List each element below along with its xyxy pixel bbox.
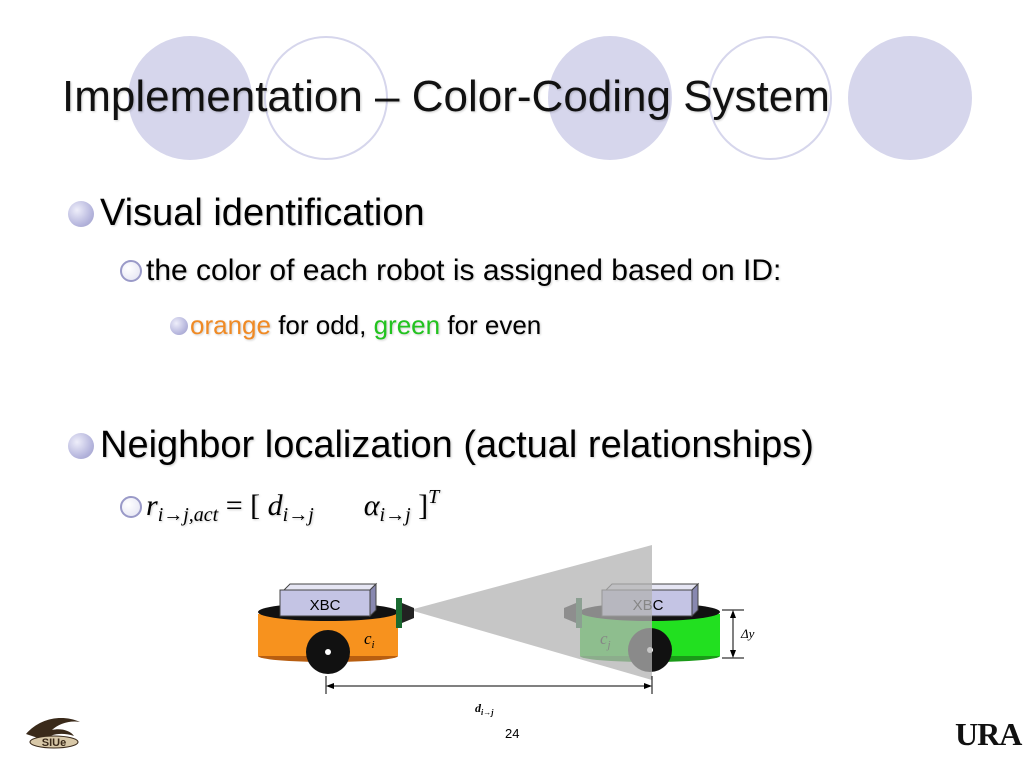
- slide-title: Implementation – Color-Coding System: [62, 72, 830, 121]
- detail-text: orange for odd, green for even: [190, 310, 541, 341]
- bullet-ring-icon: [120, 495, 142, 518]
- bullet-ring-icon: [120, 260, 142, 282]
- bullet-dot-icon: [68, 432, 94, 459]
- formula-r: r: [146, 489, 158, 522]
- bullet-label: Visual identification: [100, 192, 425, 234]
- xbc-box-right-side: [691, 582, 699, 618]
- camera-left-lens: [402, 603, 414, 623]
- xbc-box-left-top: [282, 583, 378, 591]
- bullet-dot-icon: [68, 200, 94, 227]
- formula-close: ]: [410, 489, 429, 522]
- wheel-left-hub: [325, 649, 331, 655]
- distance-dimension: di→j: [325, 676, 653, 717]
- xbc-label-left: XBC: [310, 597, 341, 614]
- formula-alpha: α: [363, 489, 380, 522]
- vision-cone: [410, 545, 652, 680]
- height-dimension: Δy: [722, 609, 755, 659]
- detail-end-text: for even: [440, 310, 542, 340]
- formula-r-sub: i→j,act: [157, 504, 219, 526]
- siue-logo-text: SIUe: [42, 737, 66, 749]
- bullet-neighbor-localization: Neighbor localization (actual relationsh…: [68, 424, 814, 467]
- xbc-box-left-side: [369, 582, 377, 618]
- decor-ring: [708, 36, 832, 160]
- formula-d: d: [267, 489, 283, 522]
- siue-logo: SIUe: [26, 718, 80, 749]
- page-number: 24: [505, 726, 520, 741]
- formula-alpha-sub: i→j: [379, 504, 411, 526]
- bullet-visual-identification: Visual identification: [68, 192, 425, 235]
- robot-left-symbol: ci: [364, 629, 375, 651]
- green-word: green: [373, 310, 441, 340]
- orange-word: orange: [190, 310, 271, 340]
- cougar-icon: [26, 718, 80, 740]
- detail-bullet-odd-even: orange for odd, green for even: [170, 310, 541, 341]
- detail-mid-text: for odd,: [270, 310, 374, 340]
- formula-d-sub: i→j: [282, 504, 314, 526]
- formula-eq: = [: [218, 489, 268, 522]
- distance-label: di→j: [475, 701, 494, 717]
- bullet-dot-icon: [170, 316, 188, 335]
- sub-bullet-color-assignment: the color of each robot is assigned base…: [120, 254, 781, 288]
- formula-sup: T: [428, 486, 440, 508]
- robot-left: XBC ci: [258, 582, 414, 674]
- xbc-box-left: [279, 589, 371, 617]
- height-label: Δy: [740, 626, 755, 641]
- camera-left: [396, 598, 402, 628]
- bullet-label: Neighbor localization (actual relationsh…: [100, 424, 814, 466]
- decor-circle: [848, 36, 972, 160]
- decor-circle: [128, 36, 252, 160]
- sub-bullet-text: the color of each robot is assigned base…: [146, 254, 782, 287]
- decor-circle: [548, 36, 672, 160]
- decor-ring: [264, 36, 388, 160]
- ura-logo: URA: [955, 716, 1022, 752]
